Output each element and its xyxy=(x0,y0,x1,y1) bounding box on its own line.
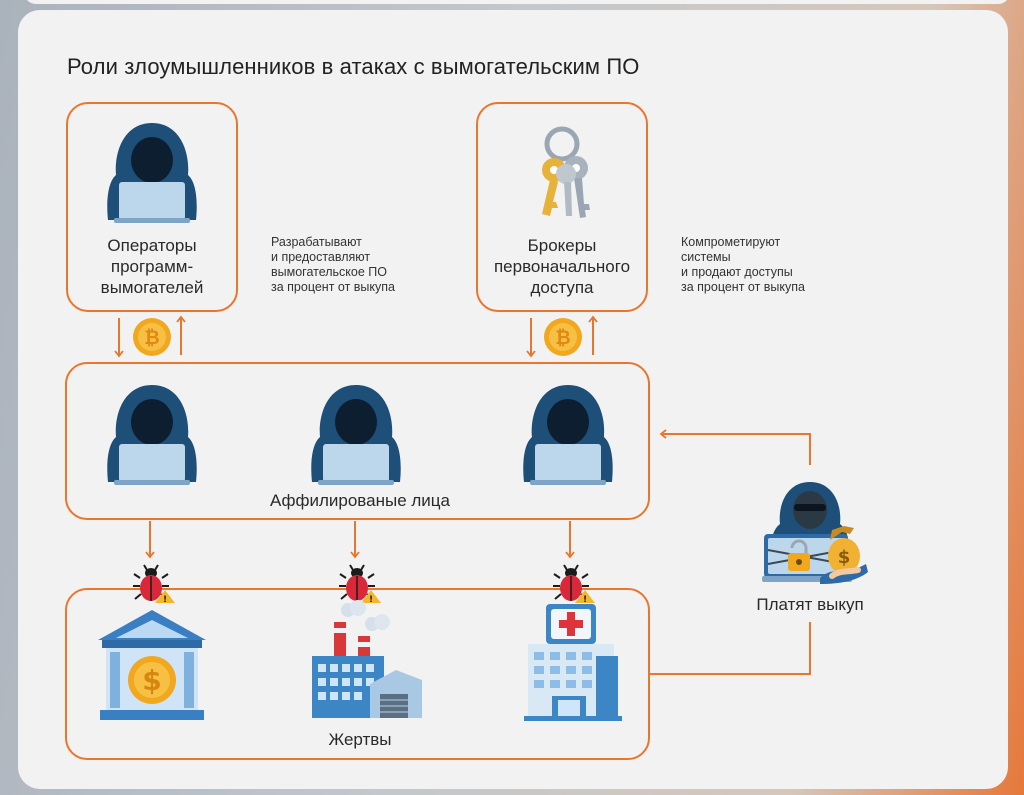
ransom-label: Платят выкуп xyxy=(756,595,864,614)
svg-text:₿: ₿ xyxy=(555,327,570,349)
bank-icon: $ xyxy=(98,610,206,720)
operators-box xyxy=(66,102,238,312)
hacker-icon xyxy=(311,385,401,485)
bitcoin-icon: ₿ xyxy=(133,318,171,356)
hacker-icon xyxy=(107,123,197,223)
svg-text:$: $ xyxy=(838,547,851,568)
operators-description: Разрабатывают и предоставляют вымогатель… xyxy=(271,235,395,294)
factory-icon xyxy=(312,600,422,718)
svg-text:!: ! xyxy=(583,595,587,604)
hacker-icon xyxy=(523,385,613,485)
svg-text:$: $ xyxy=(142,664,161,697)
affiliates-label: Аффилированые лица xyxy=(269,491,450,510)
hacker-icon xyxy=(107,385,197,485)
bug-icon: ! xyxy=(553,564,595,604)
keys-icon xyxy=(542,126,590,218)
brokers-description: Компрометируют системы и продают доступы… xyxy=(681,235,805,294)
svg-text:₿: ₿ xyxy=(144,327,159,349)
brokers-label: Брокеры первоначального доступа xyxy=(493,236,631,297)
victims-label: Жертвы xyxy=(328,730,392,749)
operators-label: Операторы программ-вымогателей xyxy=(100,236,204,297)
svg-text:!: ! xyxy=(369,595,373,604)
window-top-strip xyxy=(24,0,1010,4)
ransom-return-line xyxy=(650,622,811,675)
ransom-to-affiliates-line xyxy=(659,429,811,465)
page-title: Роли злоумышленников в атаках с вымогате… xyxy=(67,54,640,79)
brokers-box xyxy=(476,102,648,312)
bug-icon: ! xyxy=(133,564,175,604)
affiliates-box xyxy=(65,362,650,520)
ransom-hacker-icon: $ xyxy=(762,482,868,584)
svg-text:!: ! xyxy=(163,595,167,604)
hospital-icon xyxy=(524,604,622,721)
bug-icon: ! xyxy=(339,564,381,604)
bitcoin-icon: ₿ xyxy=(544,318,582,356)
